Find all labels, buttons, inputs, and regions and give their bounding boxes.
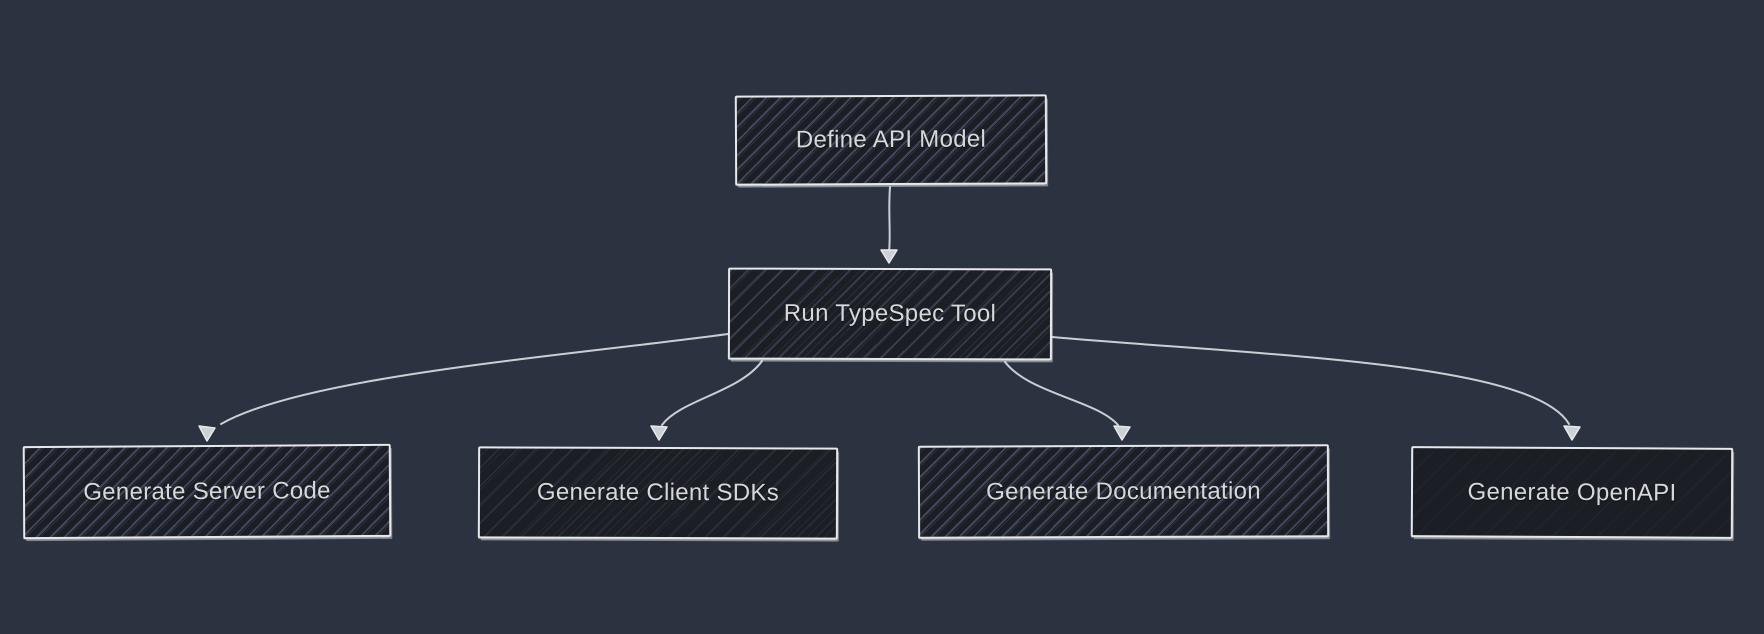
node-generate-documentation: Generate Documentation — [917, 444, 1330, 539]
edge-run-to-docs — [1004, 361, 1119, 426]
edge-run-to-client — [661, 360, 763, 426]
node-generate-openapi: Generate OpenAPI — [1410, 446, 1734, 539]
node-define-api-model: Define API Model — [734, 94, 1048, 186]
arrowhead-openapi — [1563, 425, 1581, 441]
arrowhead-run — [880, 249, 898, 264]
node-generate-openapi-label: Generate OpenAPI — [1467, 477, 1677, 507]
node-run-typespec-tool: Run TypeSpec Tool — [727, 267, 1053, 361]
arrowhead-docs — [1113, 425, 1131, 441]
node-generate-documentation-label: Generate Documentation — [986, 477, 1261, 505]
node-generate-server-code-label: Generate Server Code — [83, 476, 331, 506]
node-define-api-model-label: Define API Model — [795, 125, 987, 154]
node-run-typespec-tool-label: Run TypeSpec Tool — [783, 299, 997, 328]
edge-define-to-run — [888, 186, 891, 253]
arrowhead-client — [650, 425, 668, 441]
node-generate-client-sdks-label: Generate Client SDKs — [536, 478, 780, 507]
edge-run-to-server — [220, 333, 729, 425]
arrowhead-server — [198, 425, 216, 442]
node-generate-client-sdks: Generate Client SDKs — [477, 446, 839, 540]
node-generate-server-code: Generate Server Code — [22, 443, 392, 540]
edge-run-to-openapi — [1051, 336, 1570, 425]
